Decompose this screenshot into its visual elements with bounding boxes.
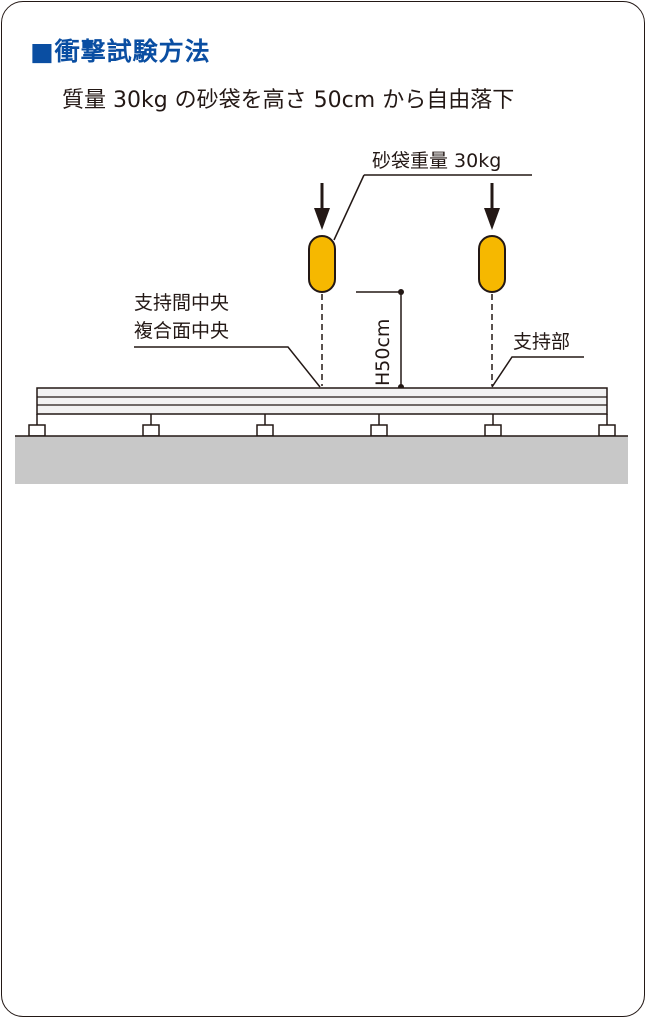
support-leader-line <box>491 356 584 388</box>
support-frame <box>28 414 616 437</box>
center-label-composite: 複合面中央 <box>134 320 229 342</box>
drop-arrow-right <box>484 183 500 230</box>
center-label-span: 支持間中央 <box>134 292 229 314</box>
height-dimension <box>356 289 404 390</box>
page-title: ■衝撃試験方法 <box>30 37 211 66</box>
center-leader-line <box>134 346 321 388</box>
drop-arrow-left <box>314 183 330 230</box>
sandbag-right <box>478 235 506 293</box>
height-label: H50cm <box>372 319 394 386</box>
sandbag-leader-line <box>333 174 365 241</box>
floor <box>15 436 628 484</box>
test-panel <box>36 387 608 415</box>
support-label: 支持部 <box>513 331 570 353</box>
sandbag-left <box>308 235 336 293</box>
sandbag-weight-label: 砂袋重量 30kg <box>372 150 501 172</box>
test-description: 質量 30kg の砂袋を高さ 50cm から自由落下 <box>62 88 515 113</box>
